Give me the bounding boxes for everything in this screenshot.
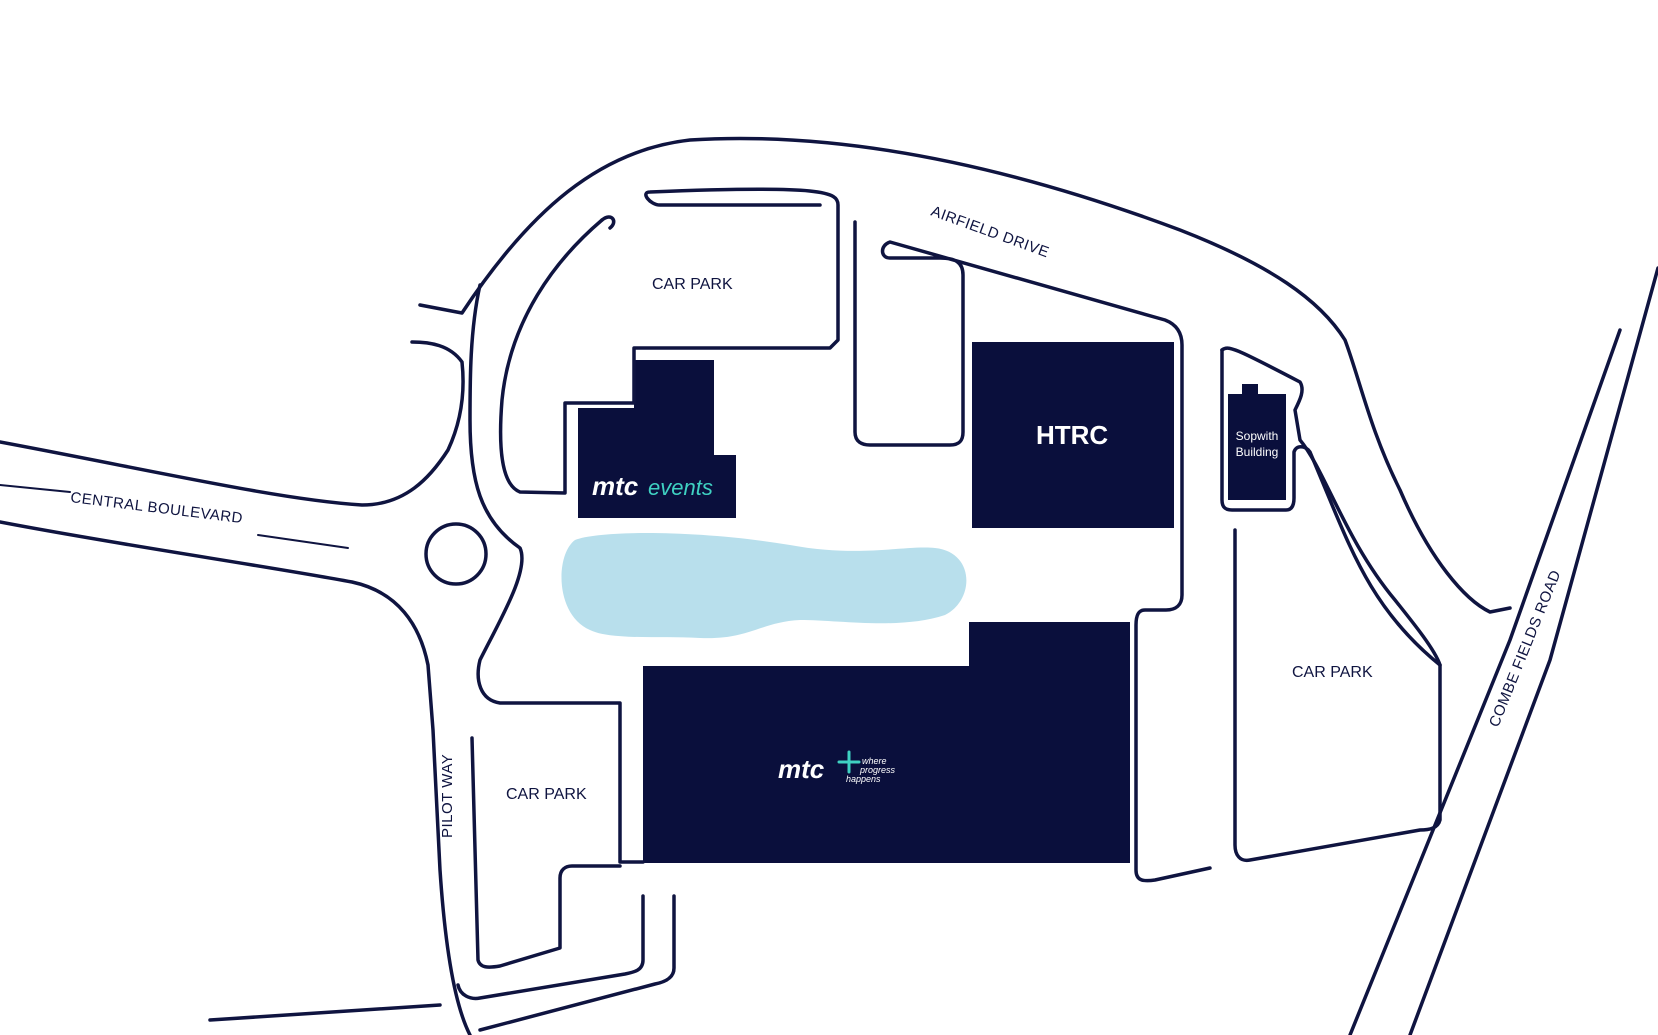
htrc-logo: HTRC [1036,420,1108,450]
access-road-a [853,220,1212,883]
sopwith-label-line2: Building [1236,445,1279,459]
lake [561,533,967,639]
car-park-south-west-label[interactable]: CAR PARK [506,786,587,803]
mtc-main-tagline-1: where [862,756,887,766]
mtc-main-building[interactable] [643,622,1130,863]
mtc-main-logo: mtc [778,754,825,784]
east-car-park-edge [1220,346,1442,863]
htrc-building[interactable] [972,342,1174,528]
pilot-way-inner [470,736,622,969]
ring-road-inner [498,187,840,495]
south-access [456,894,645,1001]
sopwith-loop [1220,348,1442,667]
mtc-events-building[interactable] [578,360,736,518]
mtc-events-logo-main: mtc [592,471,639,501]
south-road [208,1003,442,1022]
combe-fields-road-east [1408,266,1658,1035]
mtc-main-tagline-2: progress [859,765,896,775]
plus-icon [837,750,861,774]
pilot-way-label: PILOT WAY [439,754,456,838]
car-park-north-label[interactable]: CAR PARK [652,276,733,293]
ring-road-west-2 [600,215,616,230]
boulevard-centre-line-2 [257,534,349,549]
central-boulevard-north-edge [0,340,465,507]
roundabout [424,522,488,586]
combe-fields-road-west [1348,328,1622,1035]
airfield-drive-label: AIRFIELD DRIVE [929,203,1052,262]
central-boulevard-label: CENTRAL BOULEVARD [70,489,244,527]
road-network [0,136,1658,1035]
sopwith-building[interactable] [1228,384,1286,500]
central-boulevard-south-edge [0,520,472,1035]
airfield-drive-outer [418,136,1512,614]
mtc-main-tagline-3: happens [846,774,881,784]
south-access-2 [478,894,676,1032]
ring-road-west [468,283,645,864]
sopwith-label-line1: Sopwith [1236,429,1279,443]
car-park-east-label[interactable]: CAR PARK [1292,664,1373,681]
boulevard-centre-line [0,484,71,493]
mtc-events-logo-sub: events [648,475,713,500]
